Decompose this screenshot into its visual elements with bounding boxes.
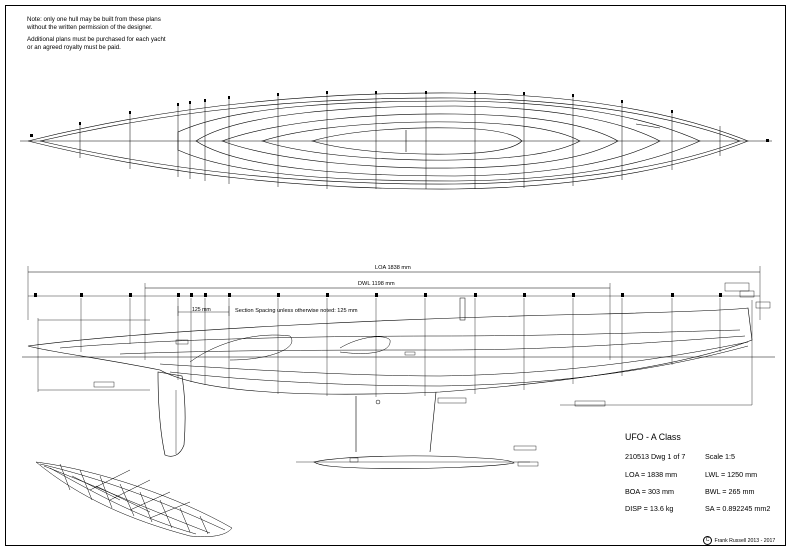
disp-spec: DISP = 13.6 kg	[625, 504, 674, 513]
loa-label: LOA 1838 mm	[375, 265, 411, 271]
ballast-bulb	[313, 455, 515, 469]
sheer-outline	[27, 92, 749, 190]
perspective-view	[35, 461, 233, 537]
drawing-border	[5, 5, 786, 546]
title: UFO - A Class	[625, 432, 681, 442]
boa-spec: BOA = 303 mm	[625, 487, 674, 496]
sa-spec: SA = 0.892245 mm2	[705, 504, 771, 513]
drawing-ref: 210513 Dwg 1 of 7	[625, 452, 686, 461]
copyright-icon: C	[703, 536, 712, 545]
section-125-label: 125 mm	[192, 307, 211, 313]
waterline-1	[39, 97, 741, 185]
note-line-1: Note: only one hull may be built from th…	[27, 16, 161, 23]
waterline-6	[310, 127, 523, 155]
waterline-4	[221, 113, 619, 169]
scale: Scale 1:5	[705, 452, 735, 461]
plan-station-ticks	[30, 91, 769, 142]
hull-profile	[27, 307, 753, 395]
profile-view	[22, 266, 775, 469]
plan-view	[20, 91, 772, 190]
plan-stations	[79, 93, 721, 189]
bwl-spec: BWL = 265 mm	[705, 487, 755, 496]
copyright-text: Frank Russell 2013 - 2017	[714, 537, 776, 544]
note-line-3: Additional plans must be purchased for e…	[27, 36, 166, 43]
fin-keel	[355, 391, 437, 453]
note-line-4: or an agreed royalty must be paid.	[27, 44, 121, 51]
station-spacing-label: Section Spacing unless otherwise noted: …	[235, 308, 358, 314]
profile-station-ticks	[34, 293, 722, 297]
waterline-5	[260, 121, 581, 161]
rudder	[157, 371, 186, 457]
note-line-2: without the written permission of the de…	[27, 24, 153, 31]
perspective-hull-outline	[35, 461, 233, 537]
dwl-label: DWL 1198 mm	[358, 281, 395, 287]
bow-fitting-mark	[635, 123, 661, 129]
copyright: C Frank Russell 2013 - 2017	[703, 536, 775, 545]
waterline-2	[177, 100, 701, 182]
waterline-3	[195, 105, 661, 177]
loa-spec: LOA = 1838 mm	[625, 470, 678, 479]
profile-stations	[80, 298, 721, 397]
lwl-spec: LWL = 1250 mm	[705, 470, 758, 479]
